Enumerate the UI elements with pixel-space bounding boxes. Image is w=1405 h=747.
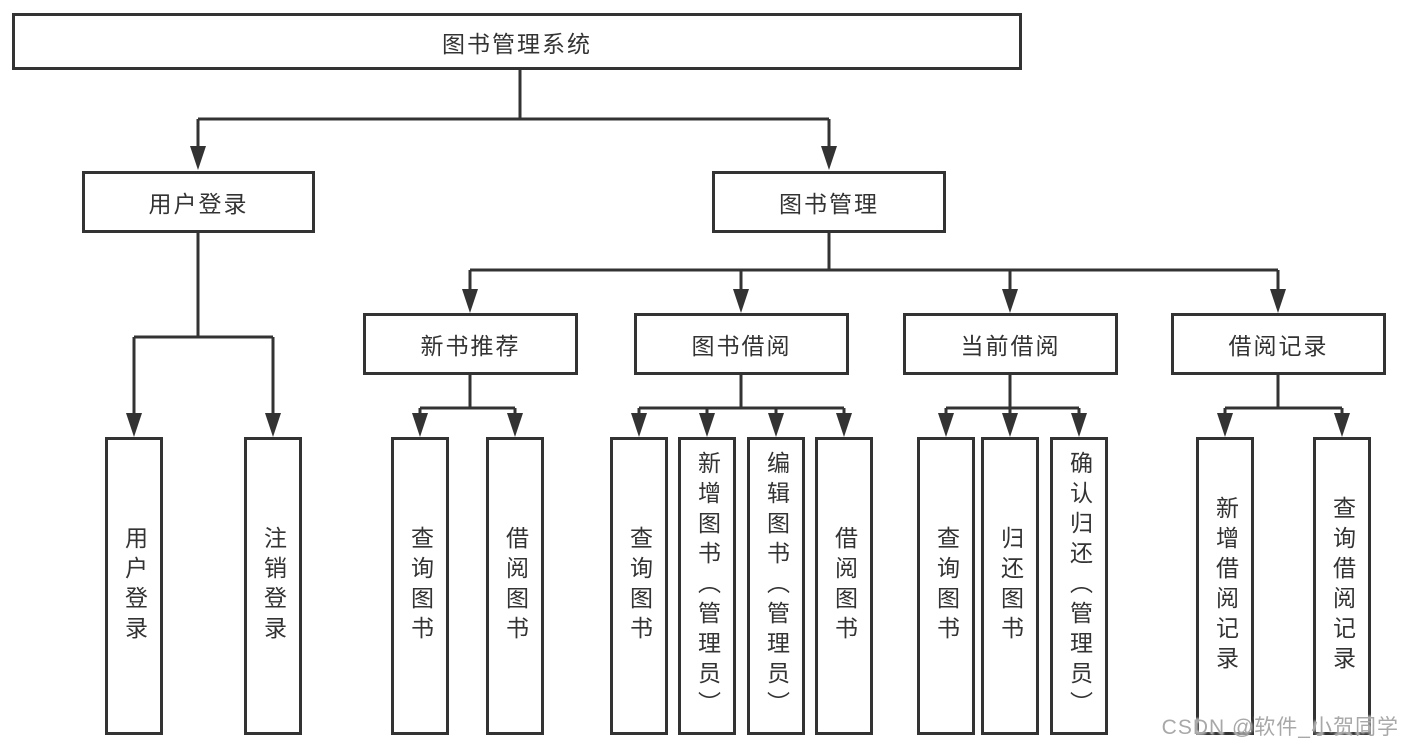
arrowheads-borrow-records-children: [1217, 413, 1350, 437]
arrowheads-new-book-children: [412, 413, 523, 437]
leaf-borrow-books: 借阅图书: [815, 437, 873, 735]
arrowheads-book-management-children: [462, 289, 1286, 313]
node-book-borrow: 图书借阅: [634, 313, 849, 375]
csdn-watermark: CSDN @软件_小贺同学: [1161, 716, 1399, 739]
node-book-management-label: 图书管理: [779, 191, 879, 217]
node-new-book-recommend-label: 新书推荐: [420, 333, 521, 359]
leaf-query-books-current: 查询图书: [917, 437, 975, 735]
leaf-query-borrow-record: 查询借阅记录: [1313, 437, 1371, 735]
leaf-edit-book-admin: 编辑图书（管理员）: [747, 437, 805, 735]
node-user-login-label: 用户登录: [148, 191, 249, 217]
leaf-edit-book-admin-label: 编辑图书（管理员）: [763, 451, 790, 721]
node-user-login: 用户登录: [82, 171, 315, 233]
leaf-logout-label: 注销登录: [260, 526, 287, 646]
leaf-query-books-recommend-label: 查询图书: [407, 526, 434, 646]
leaf-add-borrow-record: 新增借阅记录: [1196, 437, 1254, 735]
leaf-user-login: 用户登录: [105, 437, 163, 735]
leaf-add-book-admin: 新增图书（管理员）: [678, 437, 736, 735]
arrowheads-level2: [190, 146, 837, 170]
leaf-query-borrow-record-label: 查询借阅记录: [1329, 496, 1356, 676]
leaf-query-books-current-label: 查询图书: [933, 526, 960, 646]
node-library-management-system-label: 图书管理系统: [442, 30, 592, 57]
connector-book-borrow-children: [637, 375, 846, 415]
node-borrow-records-label: 借阅记录: [1228, 333, 1329, 359]
leaf-return-books: 归还图书: [981, 437, 1039, 735]
arrowheads-user-login-children: [126, 413, 281, 437]
node-current-borrow-label: 当前借阅: [960, 333, 1061, 359]
leaf-confirm-return-admin-label: 确认归还（管理员）: [1066, 451, 1093, 721]
leaf-query-books-borrow: 查询图书: [610, 437, 668, 735]
leaf-logout: 注销登录: [244, 437, 302, 735]
arrowheads-current-borrow-children: [938, 413, 1087, 437]
node-current-borrow: 当前借阅: [903, 313, 1118, 375]
connector-user-login-children: [132, 233, 275, 415]
leaf-borrow-books-label: 借阅图书: [831, 526, 858, 646]
node-new-book-recommend: 新书推荐: [363, 313, 578, 375]
connector-root-to-level2: [196, 70, 831, 148]
leaf-return-books-label: 归还图书: [997, 526, 1024, 646]
leaf-borrow-books-recommend: 借阅图书: [486, 437, 544, 735]
arrowheads-book-borrow-children: [631, 413, 852, 437]
leaf-user-login-label: 用户登录: [121, 526, 148, 646]
leaf-query-books-borrow-label: 查询图书: [626, 526, 653, 646]
node-book-management: 图书管理: [712, 171, 946, 233]
leaf-borrow-books-recommend-label: 借阅图书: [502, 526, 529, 646]
connector-book-management-children: [468, 233, 1280, 291]
node-library-management-system: 图书管理系统: [12, 13, 1022, 70]
connector-current-borrow-children: [944, 375, 1081, 415]
connector-borrow-records-children: [1223, 375, 1344, 415]
leaf-query-books-recommend: 查询图书: [391, 437, 449, 735]
node-book-borrow-label: 图书借阅: [691, 333, 792, 359]
leaf-add-borrow-record-label: 新增借阅记录: [1212, 496, 1239, 676]
node-borrow-records: 借阅记录: [1171, 313, 1386, 375]
connector-new-book-children: [418, 375, 517, 415]
leaf-confirm-return-admin: 确认归还（管理员）: [1050, 437, 1108, 735]
leaf-add-book-admin-label: 新增图书（管理员）: [694, 451, 721, 721]
